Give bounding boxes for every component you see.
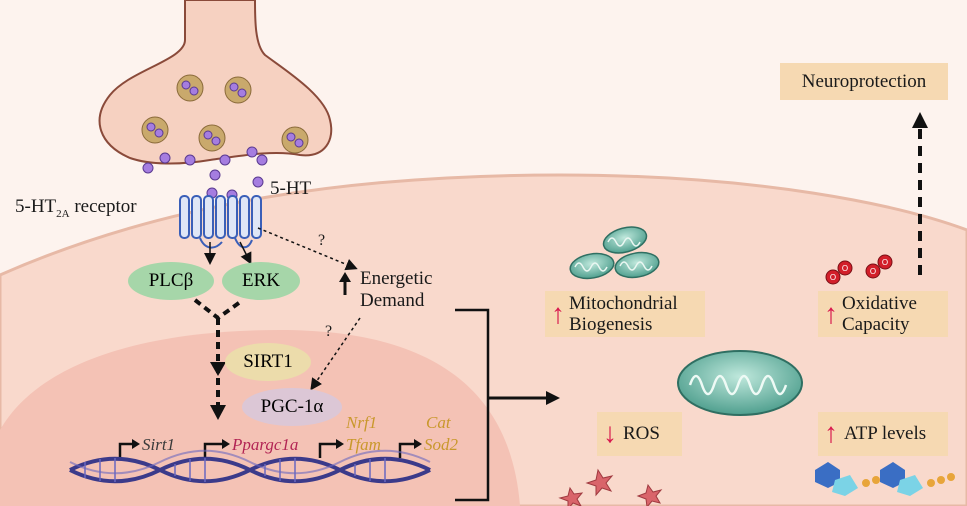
vesicle-contents [146,80,304,148]
mito-biogenesis-box: ↑ Mitochondrial Biogenesis [545,291,705,337]
vesicle-icon [281,126,309,154]
plcb-pill: PLCβ [128,262,214,300]
receptor-label-main: 5-HT [15,196,57,217]
dna-helix-icon [69,449,431,484]
vesicle-icon [176,74,204,102]
ligand-label: 5-HT [270,178,312,199]
serotonin-molecules [142,146,268,201]
erk-pill: ERK [222,262,300,300]
up-arrow-icon: ↑ [551,298,565,330]
receptor-label-sub: 2A [56,207,70,220]
atp-levels-box: ↑ ATP levels [818,412,948,456]
neuroprotection-box: Neuroprotection [780,63,948,100]
ros-box: ↓ ROS [597,412,682,456]
sirt1-pill: SIRT1 [225,343,311,381]
atp-levels-label: ATP levels [844,423,927,444]
gene-cat: Cat [426,413,451,432]
receptor-label: 5-HT2A receptor [15,196,137,220]
down-arrow-icon: ↓ [603,418,617,449]
energetic-demand-line1: Energetic [360,268,433,289]
up-arrow-icon: ↑ [824,298,838,330]
vesicle-icon [141,116,169,144]
atp-molecule-icon [815,462,955,496]
question-mark-lower: ? [325,323,333,340]
svg-text:O: O [842,264,848,273]
oxidative-capacity-line2: Capacity [842,314,910,335]
oxidative-capacity-line1: Oxidative [842,293,917,314]
gene-nrf1: Nrf1 [346,413,378,432]
mito-biogenesis-line1: Mitochondrial [569,293,678,314]
gene-tfam: Tfam [346,435,381,454]
mitochondrion-icon [569,226,660,280]
svg-text:O: O [830,273,836,282]
ros-star-icon [558,468,663,506]
question-mark-upper: ? [318,232,326,249]
ros-label: ROS [623,423,660,444]
vesicle-icon [224,76,252,104]
oxidative-capacity-box: ↑ Oxidative Capacity [818,291,948,337]
receptor-label-suffix: receptor [69,196,137,217]
mito-biogenesis-line2: Biogenesis [569,314,653,335]
vesicle-icon [198,124,226,152]
up-arrow-icon: ↑ [824,418,838,449]
svg-text:O: O [882,258,888,267]
oxygen-radical-icon [825,254,893,285]
energetic-demand-label: Energetic Demand [360,268,432,312]
receptor-icon [179,195,262,249]
svg-text:O: O [870,267,876,276]
gene-sod2: Sod2 [424,435,458,454]
gene-ppargc1a: Ppargc1a [232,435,299,454]
mitochondrion-icon [677,350,803,416]
pgc1a-pill: PGC-1α [242,388,342,426]
gene-sirt1: Sirt1 [142,435,176,454]
energetic-demand-line2: Demand [360,290,425,311]
